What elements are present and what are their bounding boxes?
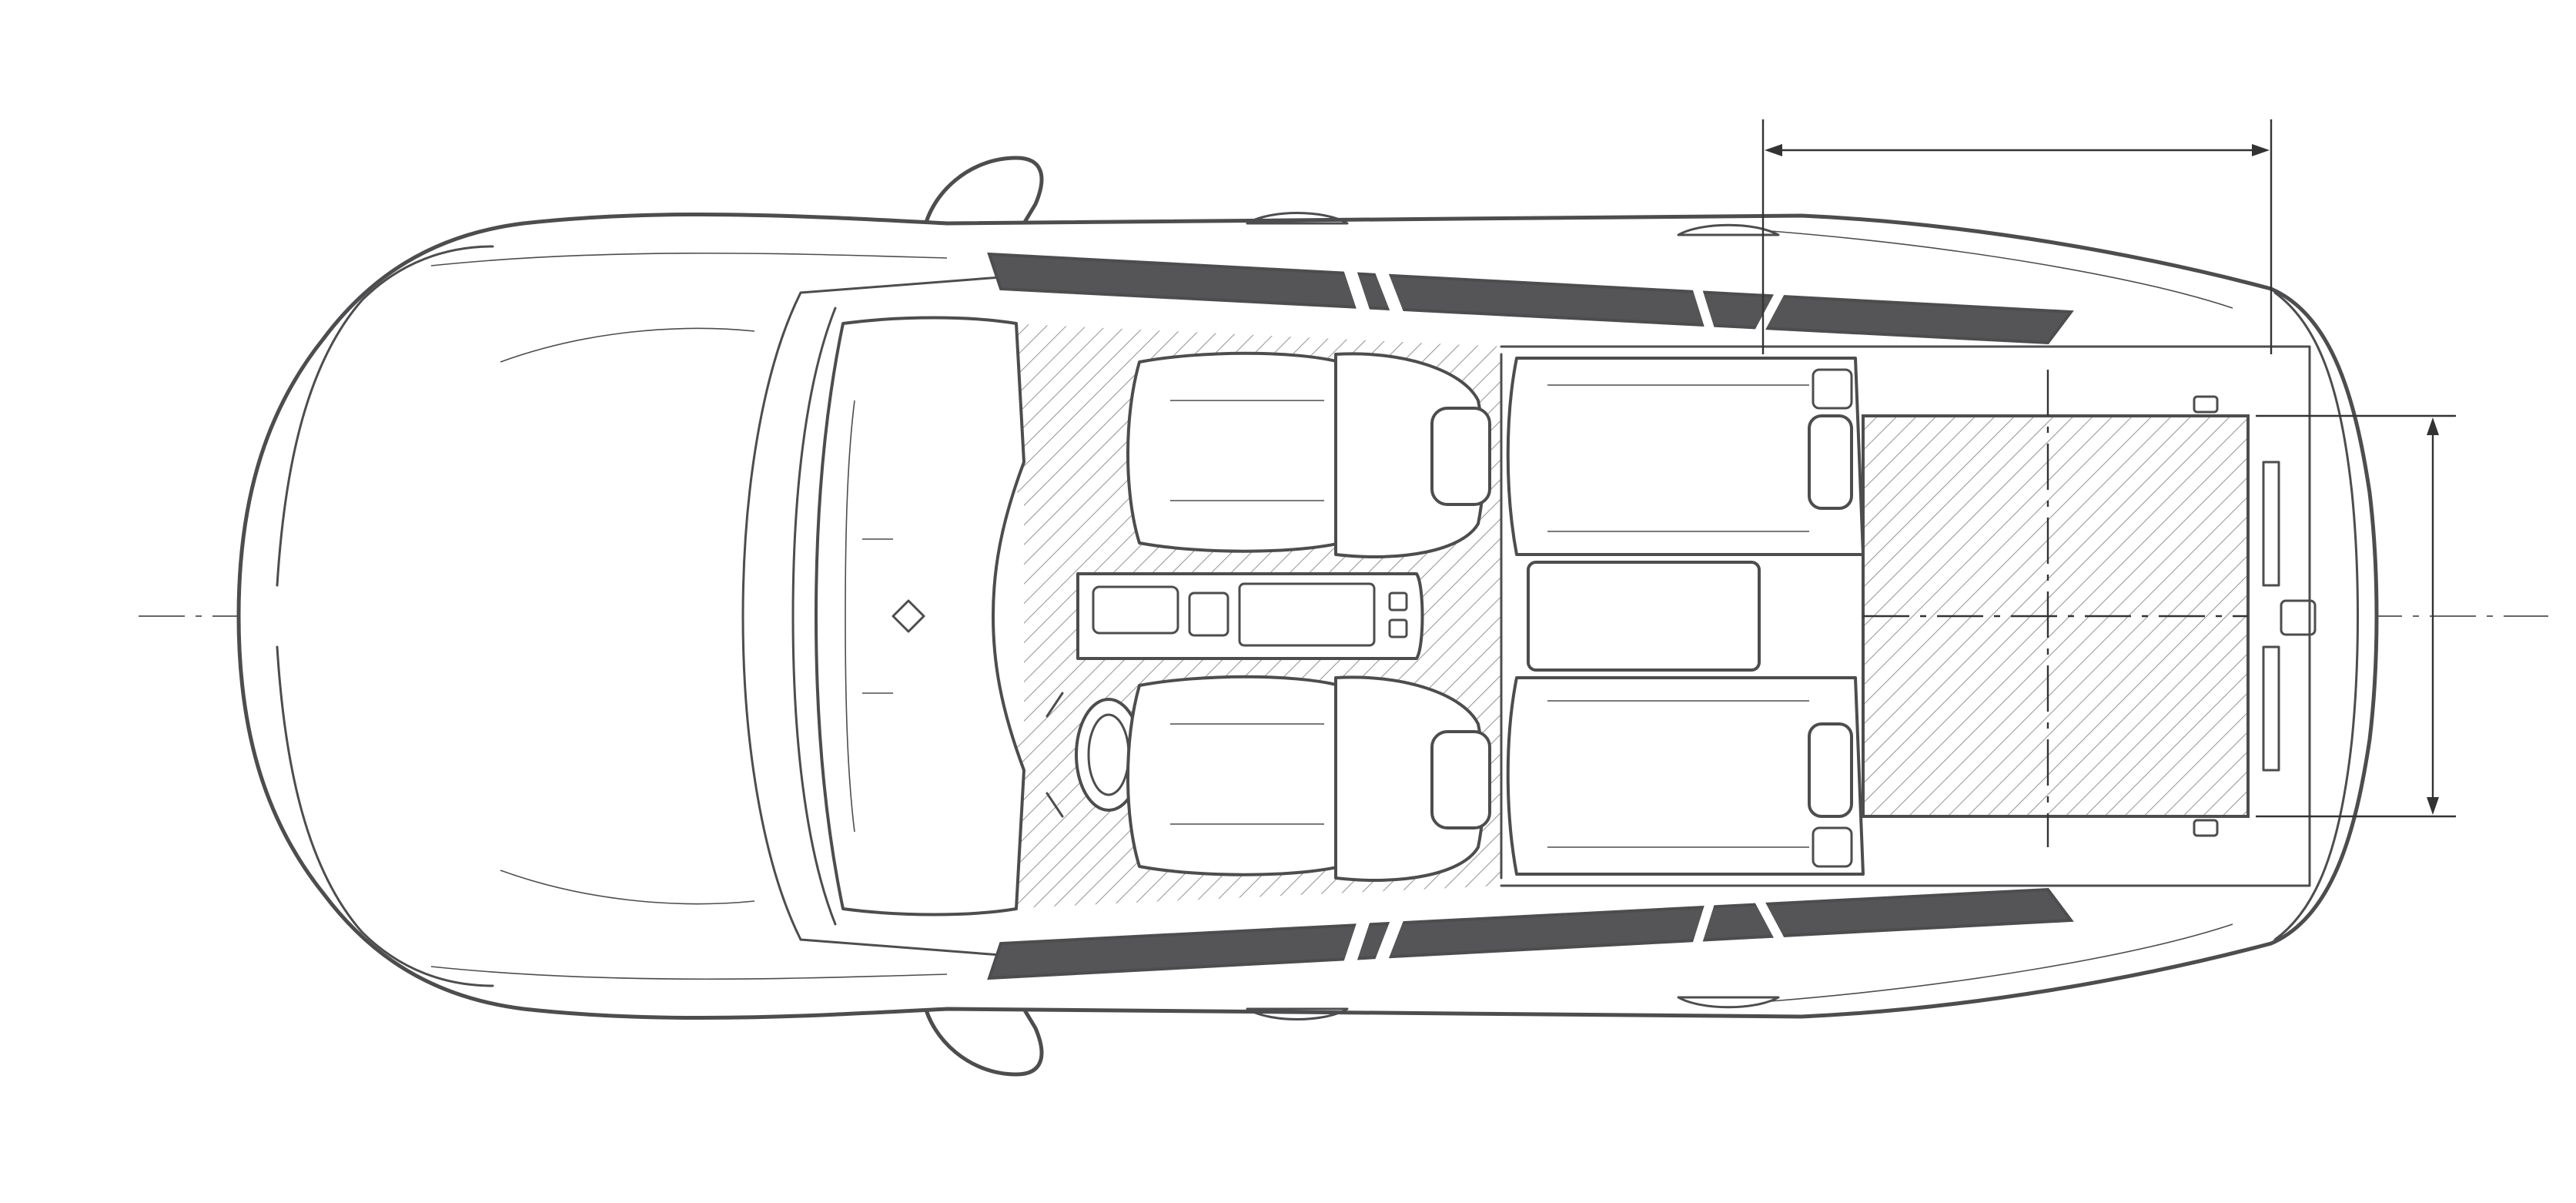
side-glass-left xyxy=(987,252,2074,345)
center-console xyxy=(1076,572,1424,660)
cargo-floor xyxy=(1862,370,2317,847)
dimension-width-arrow xyxy=(2256,414,2456,818)
dashboard xyxy=(815,316,1025,916)
front-seat-left xyxy=(1126,351,1491,559)
side-glass-right xyxy=(987,887,2074,980)
front-seat-right xyxy=(1126,675,1491,883)
dimension-length-arrow xyxy=(1761,119,2273,354)
windshield xyxy=(741,276,1002,957)
rear-seats xyxy=(1506,357,1865,876)
steering-wheel xyxy=(1045,692,1142,818)
